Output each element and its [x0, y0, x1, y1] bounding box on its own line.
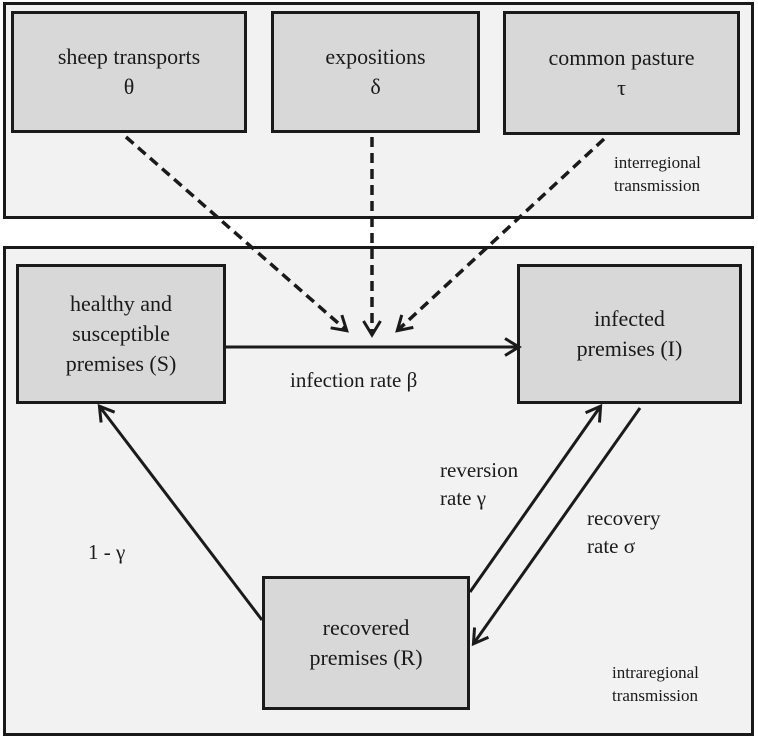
infected-box: infected premises (I)	[517, 264, 742, 404]
reversion-rate-label: reversion rate γ	[440, 456, 518, 513]
sheep-transports-label: sheep transports	[57, 44, 201, 70]
interregional-note-line-1: interregional	[614, 153, 701, 172]
susceptible-box: healthy and susceptible premises (S)	[16, 264, 226, 404]
susceptible-line-2: susceptible	[72, 321, 170, 347]
sheep-transports-box: sheep transports θ	[11, 11, 247, 133]
delta-symbol: δ	[370, 74, 381, 99]
susceptible-line-3: premises (S)	[65, 350, 177, 376]
recovery-arrow	[471, 407, 642, 647]
intraregional-note-line-1: intraregional	[612, 663, 699, 682]
intraregional-note-line-2: transmission	[612, 685, 698, 705]
interregional-note: interregional transmission	[614, 152, 701, 198]
interregional-note-line-2: transmission	[614, 175, 700, 195]
infection-rate-label: infection rate β	[290, 368, 418, 392]
intraregional-note: intraregional transmission	[612, 662, 699, 708]
recovered-line-2: premises (R)	[309, 645, 423, 670]
infected-line-1: infected	[594, 306, 665, 332]
theta-symbol: θ	[123, 74, 135, 99]
susceptible-line-1: healthy and	[69, 291, 173, 317]
infected-line-2: premises (I)	[576, 336, 683, 361]
return-to-susceptible-arrow	[97, 403, 264, 621]
common-pasture-box: common pasture τ	[503, 11, 740, 135]
common-pasture-arrow	[395, 137, 606, 333]
recovery-rate-label: recovery rate σ	[587, 504, 660, 561]
recovery-line-1: recovery	[587, 506, 661, 530]
reversion-arrow	[468, 403, 603, 593]
common-pasture-label: common pasture	[548, 45, 695, 71]
recovered-box: recovered premises (R)	[262, 576, 470, 710]
expositions-box: expositions δ	[271, 11, 480, 133]
sheep-transports-arrow	[124, 135, 349, 333]
recovery-line-2: rate σ	[587, 534, 636, 559]
expositions-label: expositions	[325, 44, 426, 70]
tau-symbol: τ	[617, 75, 626, 100]
return-rate-label: 1 - γ	[88, 540, 126, 564]
recovered-line-1: recovered	[322, 615, 410, 641]
reversion-line-1: reversion	[440, 458, 519, 482]
reversion-line-2: rate γ	[440, 486, 486, 511]
